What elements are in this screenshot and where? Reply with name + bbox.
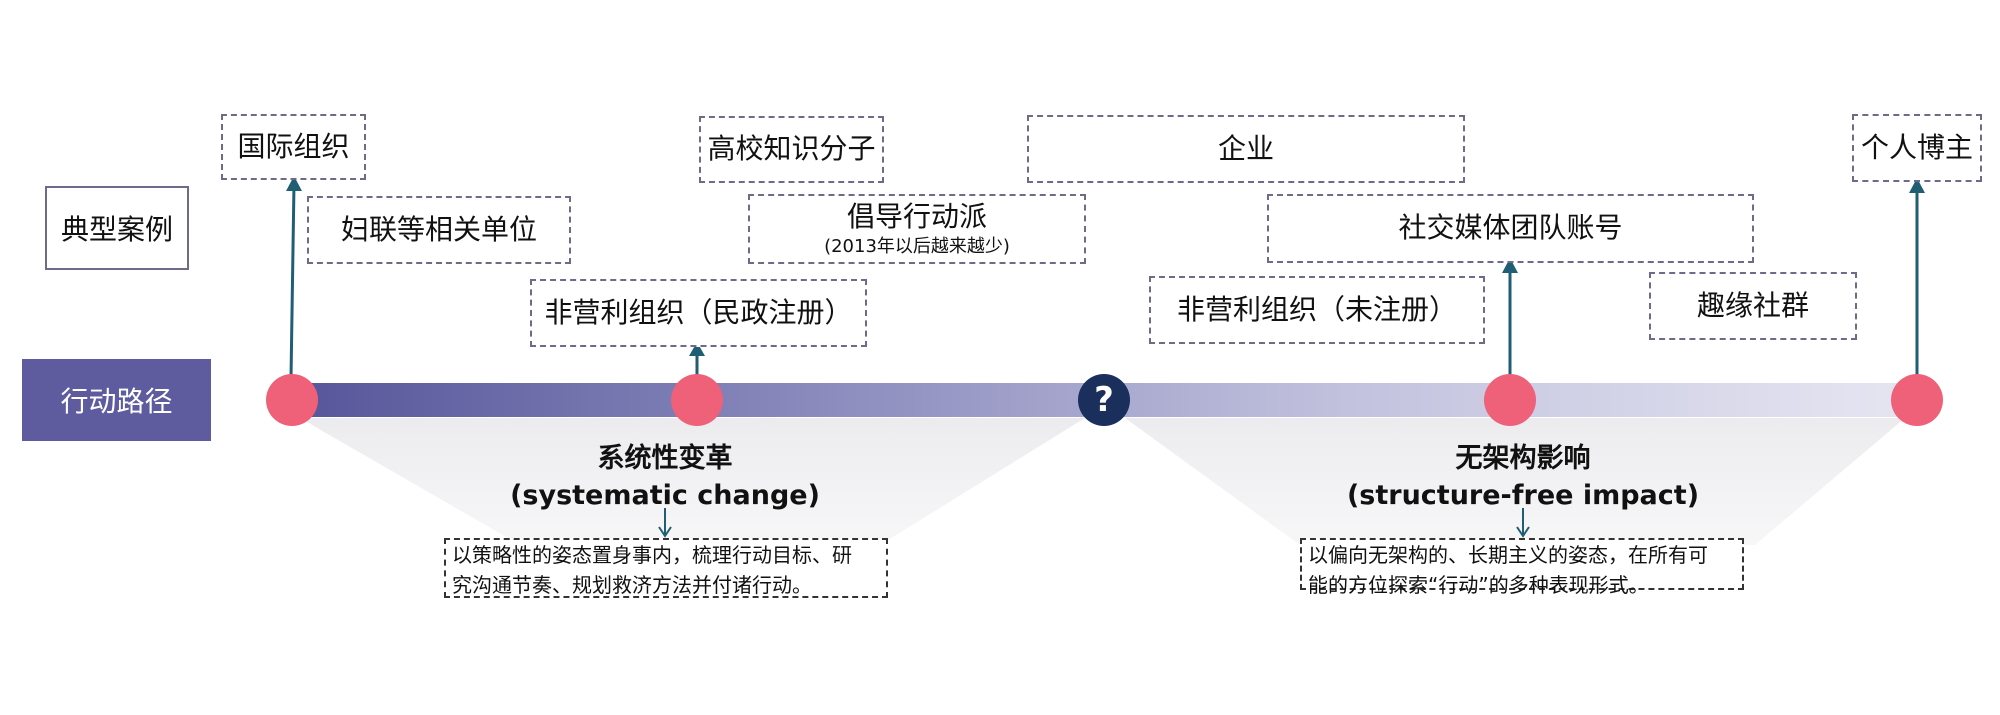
- arrow-to-intl-org: [289, 183, 296, 379]
- left-section-title-en: (systematic change): [510, 480, 820, 511]
- path-node-center: [1078, 374, 1130, 426]
- path-node-1: [266, 374, 318, 426]
- case-npo-registered-label: 非营利组织（民政注册）: [544, 295, 853, 329]
- case-enterprise-label: 企业: [1217, 131, 1274, 165]
- right-description-line-1: 以偏向无架构的、长期主义的姿态，在所有可: [1308, 543, 1708, 567]
- case-interest-group-label: 趣缘社群: [1696, 288, 1809, 322]
- case-enterprise: 企业: [1027, 115, 1465, 183]
- case-intl-org: 国际组织: [221, 114, 366, 180]
- center-question-mark: ?: [1094, 380, 1114, 420]
- left-description-line-1: 以策略性的姿态置身事内，梳理行动目标、研: [452, 543, 852, 567]
- row-label-path: 行动路径: [22, 359, 211, 441]
- case-social-media: 社交媒体团队账号: [1267, 194, 1754, 263]
- right-section-title: 无架构影响 (structure-free impact): [1323, 440, 1723, 514]
- right-section-fan: [1125, 418, 1905, 545]
- path-node-2: [671, 374, 723, 426]
- case-university: 高校知识分子: [699, 116, 884, 183]
- case-advocacy-note: (2013年以后越来越少): [824, 235, 1010, 257]
- arrowhead-npo-registered: [689, 342, 705, 356]
- case-womens-fed: 妇联等相关单位: [307, 196, 571, 264]
- arrowhead-intl-org: [286, 176, 302, 191]
- case-advocacy: 倡导行动派 (2013年以后越来越少): [748, 194, 1086, 264]
- right-section-title-en: (structure-free impact): [1346, 480, 1700, 511]
- right-section-description: 以偏向无架构的、长期主义的姿态，在所有可 能的方位探索“行动”的多种表现形式。: [1300, 538, 1744, 597]
- case-interest-group: 趣缘社群: [1649, 272, 1857, 340]
- case-university-label: 高校知识分子: [707, 132, 876, 166]
- case-npo-unregistered-label: 非营利组织（未注册）: [1176, 292, 1457, 326]
- path-node-5: [1891, 374, 1943, 426]
- right-section-title-zh: 无架构影响: [1455, 443, 1591, 474]
- left-section-fan: [300, 418, 1085, 545]
- case-npo-registered: 非营利组织（民政注册）: [530, 279, 867, 347]
- left-section-title-zh: 系统性变革: [597, 443, 733, 474]
- arrowhead-blogger: [1909, 178, 1925, 193]
- case-advocacy-label: 倡导行动派: [846, 199, 987, 233]
- case-womens-fed-label: 妇联等相关单位: [340, 212, 537, 246]
- case-npo-unregistered: 非营利组织（未注册）: [1149, 276, 1485, 344]
- case-intl-org-label: 国际组织: [237, 129, 350, 163]
- case-blogger: 个人博主: [1852, 114, 1982, 182]
- right-description-line-2: 能的方位探索“行动”的多种表现形式。: [1308, 573, 1649, 597]
- left-description-line-2: 究沟通节奏、规划救济方法并付诸行动。: [452, 573, 812, 597]
- left-section-title: 系统性变革 (systematic change): [465, 440, 865, 514]
- left-section-description: 以策略性的姿态置身事内，梳理行动目标、研 究沟通节奏、规划救济方法并付诸行动。: [444, 538, 888, 598]
- arrowhead-social-media: [1502, 258, 1518, 273]
- row-label-cases: 典型案例: [45, 186, 189, 270]
- path-node-4: [1484, 374, 1536, 426]
- case-blogger-label: 个人博主: [1860, 130, 1973, 164]
- case-social-media-label: 社交媒体团队账号: [1398, 211, 1623, 245]
